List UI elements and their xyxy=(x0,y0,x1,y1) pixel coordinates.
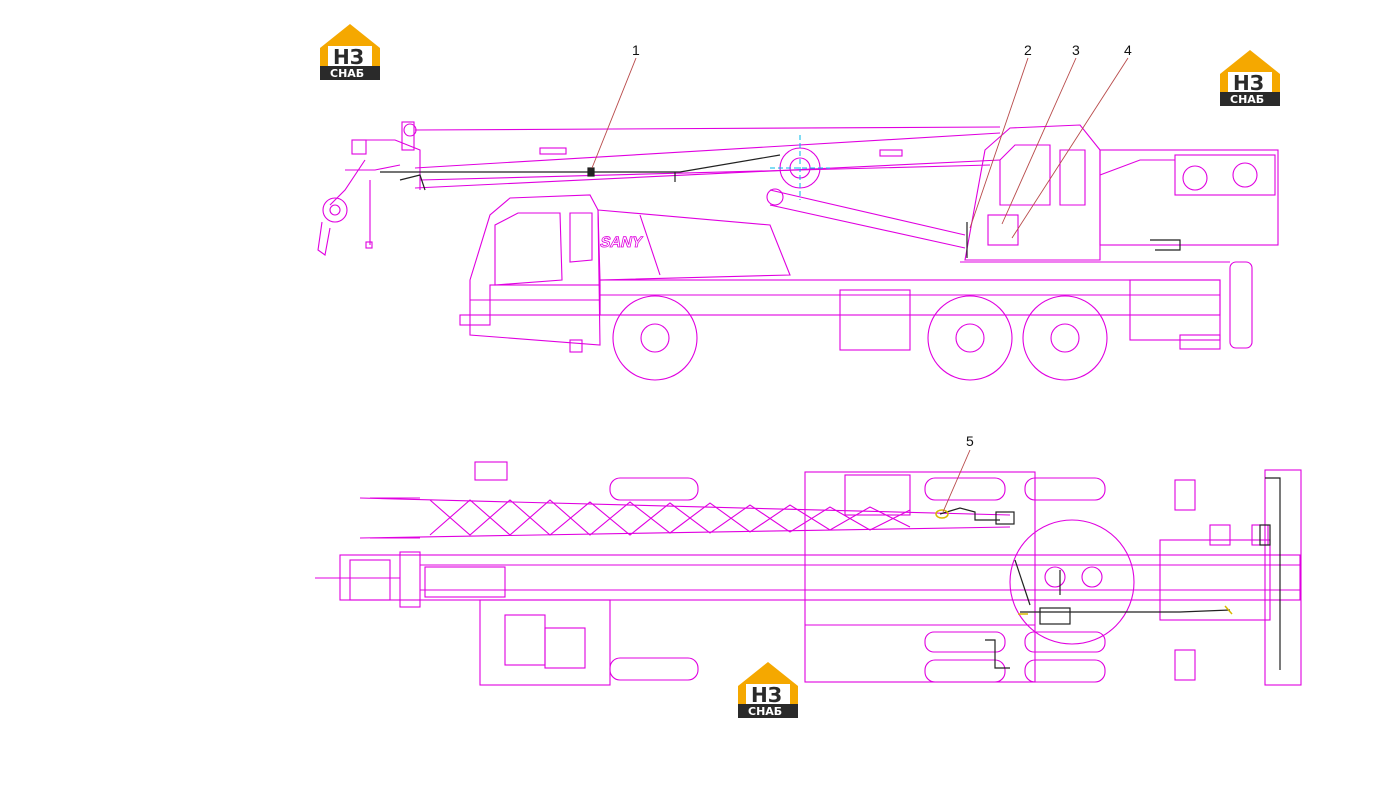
wiring-side xyxy=(380,154,1181,258)
logo-word: СНАБ xyxy=(1230,93,1264,106)
cab-brand-label: SANY xyxy=(599,234,644,251)
main-frame-top xyxy=(315,469,1302,686)
logo-top-left: НЗ СНАБ xyxy=(320,24,380,80)
wheels-side xyxy=(569,295,1221,381)
front-section-top xyxy=(479,471,1036,686)
logo-word: СНАБ xyxy=(330,67,364,80)
callout-1: 1 xyxy=(632,42,640,58)
centerline-marker xyxy=(770,135,830,200)
outrigger-beams xyxy=(370,479,1269,681)
connector-5 xyxy=(935,509,949,519)
callout-2: 2 xyxy=(1024,42,1032,58)
callout-labels: 1 2 3 4 5 xyxy=(632,42,1132,449)
logo-word: СНАБ xyxy=(748,705,782,718)
boom-head-hook xyxy=(317,121,421,256)
wiring-top xyxy=(939,477,1281,670)
callout-5: 5 xyxy=(966,433,974,449)
boom-side xyxy=(414,126,1001,189)
outrigger-pads xyxy=(609,477,1106,683)
rear-wheel-2 xyxy=(1022,295,1108,381)
logo-mark: НЗ xyxy=(751,683,782,707)
logo-top-right: НЗ СНАБ xyxy=(1220,50,1280,106)
callout-4: 4 xyxy=(1124,42,1132,58)
callout-3: 3 xyxy=(1072,42,1080,58)
callout-leaders xyxy=(591,57,1129,513)
logo-bottom-center: НЗ СНАБ xyxy=(738,662,798,718)
boom-top xyxy=(359,461,1011,539)
chassis-frame xyxy=(599,261,1253,351)
operator-cab xyxy=(964,124,1101,261)
truck-cab xyxy=(459,194,601,346)
connectors xyxy=(935,509,1233,615)
engine-hood xyxy=(597,209,791,281)
counterweight xyxy=(1099,149,1279,246)
top-view xyxy=(315,461,1302,686)
side-view: SANY xyxy=(317,121,1279,381)
logo-mark: НЗ xyxy=(333,45,364,69)
rear-wheel-1 xyxy=(927,295,1013,381)
logo-mark: НЗ xyxy=(1233,71,1264,95)
front-wheel xyxy=(612,295,698,381)
